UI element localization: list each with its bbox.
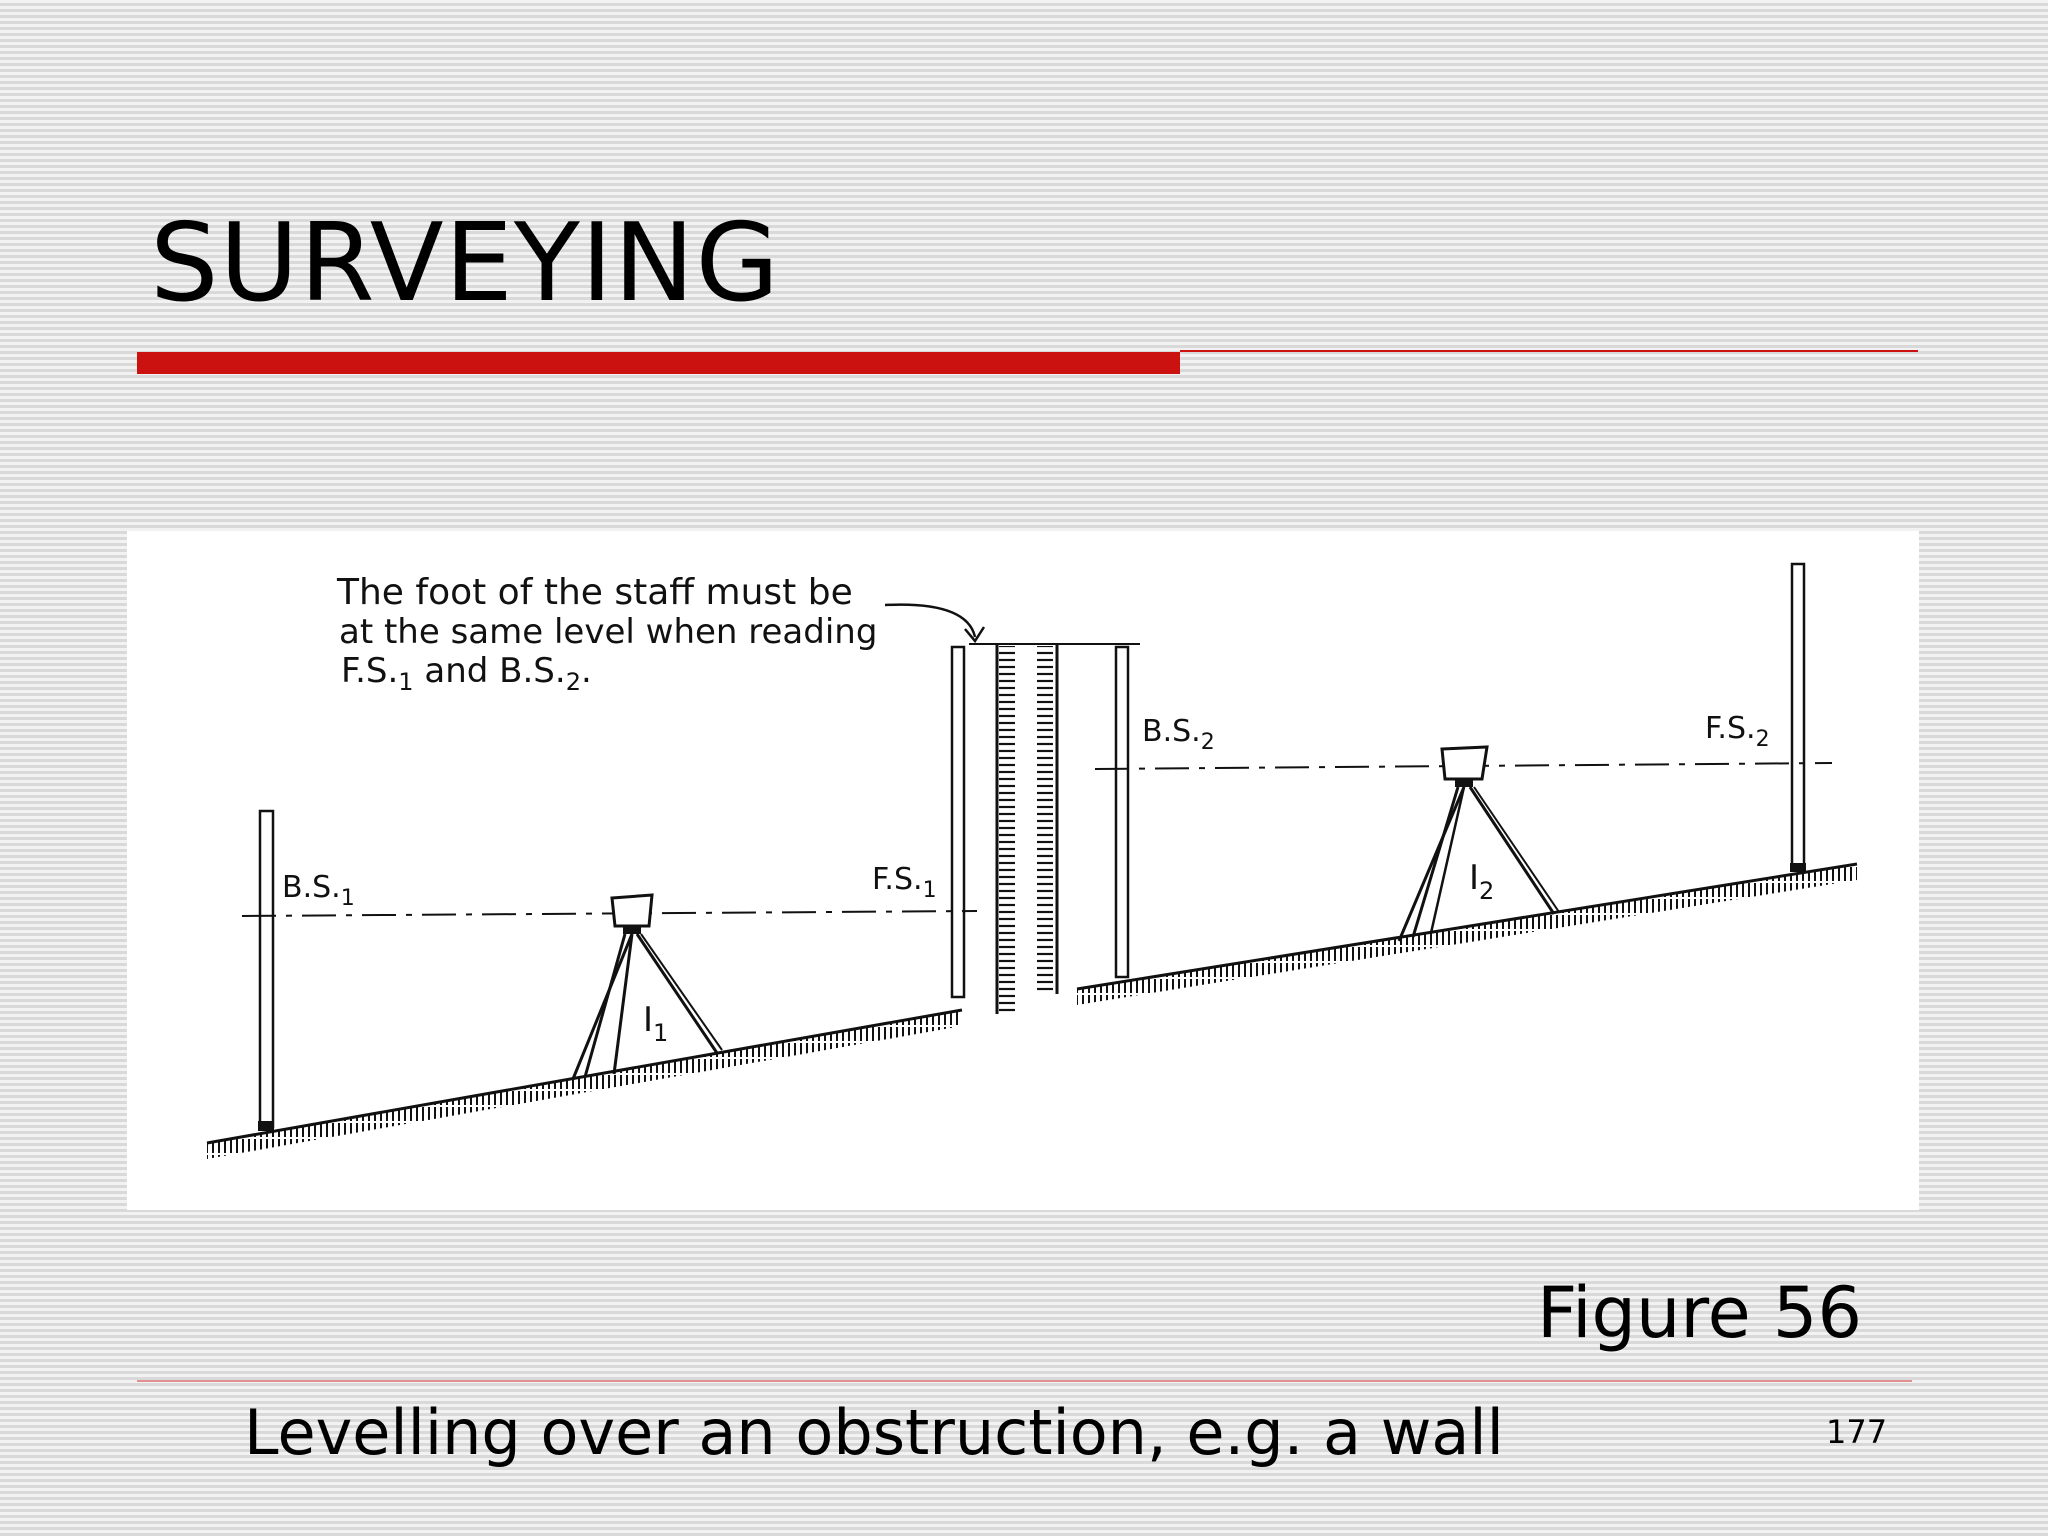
note-line-3-end: . [581,651,592,691]
figure-caption: Levelling over an obstruction, e.g. a wa… [244,1396,1504,1469]
figure-label: Figure 56 [1536,1272,1862,1354]
note-line-3-fs-sub: 1 [398,668,413,696]
label-bs1: B.S.1 [282,870,355,911]
level-instrument-2 [1397,745,1560,942]
label-bs2: B.S.2 [1142,714,1215,755]
title-underline-bar [137,352,1180,374]
note-line-2: at the same level when reading [339,612,877,652]
levelling-diagram: The foot of the staff must be at the sam… [127,531,1919,1210]
label-i2: I2 [1469,858,1494,905]
ground-left [206,1008,963,1159]
note-line-3-bs-sub: 2 [566,668,581,696]
line-of-sight-1 [241,910,978,917]
wall-obstruction [969,643,1140,1017]
level-instrument-1 [571,893,723,1080]
staff-bs1 [258,809,275,1131]
label-fs2: F.S.2 [1705,711,1770,752]
footer-rule [137,1380,1912,1382]
staff-bs2 [1114,645,1130,979]
staff-fs2 [1790,562,1806,872]
title-underline-rule [1180,350,1918,352]
note-line-1: The foot of the staff must be [336,572,853,613]
ground-right [1076,862,1858,1005]
note-line-3-fs: F.S. [341,651,398,691]
staff-fs1 [950,645,966,999]
page-number: 177 [1826,1413,1888,1451]
svg-text:at the same level when reading: at the same level when reading [339,612,877,652]
note-line-3-bs: and B.S. [414,651,566,691]
note-arrow [884,603,986,644]
svg-text:F.S.1 and B.S.2.: F.S.1 and B.S.2. [341,651,592,696]
staff-foot-note: The foot of the staff must be at the sam… [336,572,877,696]
label-fs1: F.S.1 [872,862,937,903]
label-i1: I1 [643,1000,668,1047]
slide-title: SURVEYING [150,201,781,326]
svg-text:The foot of the staff must be: The foot of the staff must be [336,572,853,613]
